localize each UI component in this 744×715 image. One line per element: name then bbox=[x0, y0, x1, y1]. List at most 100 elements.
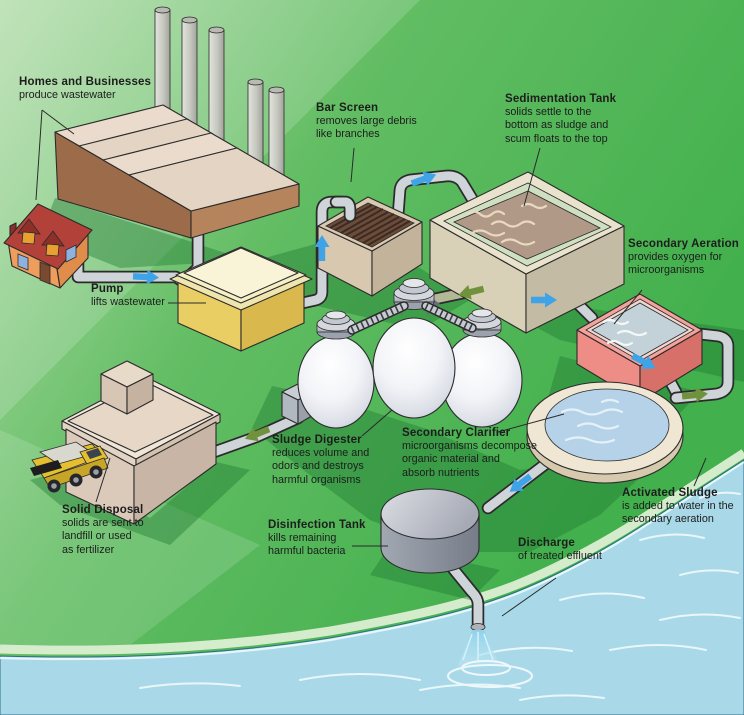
digester-catwalks bbox=[347, 301, 477, 335]
clarifier-water bbox=[544, 388, 670, 462]
truck-hub bbox=[93, 469, 99, 475]
pump-top bbox=[183, 247, 299, 299]
label-desc: kills remaining harmful bacteria bbox=[268, 532, 346, 558]
leader-homes-factory bbox=[41, 109, 75, 135]
digester-sphere-middle bbox=[372, 317, 456, 419]
grate-bar bbox=[356, 216, 400, 241]
label-desc: produce wastewater bbox=[19, 89, 116, 101]
water-squiggle bbox=[564, 436, 616, 444]
rooftop-box-right bbox=[126, 373, 154, 415]
digester-cap-left bbox=[316, 310, 356, 340]
smokestack-top bbox=[247, 78, 264, 86]
label-title: Solid Disposal bbox=[62, 504, 144, 516]
digester-clarifier-shadow bbox=[252, 386, 654, 552]
dormer-window bbox=[45, 243, 60, 257]
wave-line bbox=[519, 694, 605, 701]
water-squiggle bbox=[616, 329, 648, 337]
smokestack-top bbox=[208, 26, 225, 34]
cap-dome bbox=[325, 310, 347, 320]
label-desc: lifts wastewater bbox=[91, 296, 165, 308]
disinfection-cylinder-top bbox=[380, 488, 480, 540]
label-bar-screen: Bar Screen removes large debris like bra… bbox=[316, 102, 417, 142]
label-title: Sedimentation Tank bbox=[505, 93, 617, 105]
wave-line bbox=[639, 533, 705, 541]
wave-line bbox=[699, 491, 741, 499]
factory-roof-plane bbox=[128, 147, 300, 212]
truck-hub bbox=[51, 483, 57, 489]
cap-dome bbox=[471, 308, 493, 318]
smokestack-top bbox=[181, 16, 198, 24]
discharge-pipe-flange bbox=[470, 623, 486, 631]
leader-disposal bbox=[95, 457, 111, 503]
truck-hub bbox=[73, 477, 79, 483]
grate-bar bbox=[340, 208, 384, 234]
disposal-right-wall bbox=[133, 421, 217, 525]
factory-building bbox=[54, 6, 300, 239]
grate-bar bbox=[334, 206, 378, 231]
secondary-aeration-tank bbox=[576, 293, 703, 403]
label-activated-sludge: Activated Sludge is added to water in th… bbox=[622, 487, 734, 527]
pump-station bbox=[169, 246, 313, 352]
label-sludge-digester: Sludge Digester reduces volume and odors… bbox=[272, 434, 369, 487]
smokestack-top bbox=[268, 86, 285, 94]
leader-discharge bbox=[501, 577, 557, 617]
label-title: Sludge Digester bbox=[272, 434, 362, 446]
grate-bar bbox=[351, 213, 395, 239]
grate-bar bbox=[367, 220, 411, 246]
catwalk-left-fill bbox=[348, 302, 408, 334]
dump-truck bbox=[30, 441, 109, 493]
cap-dome bbox=[402, 278, 426, 288]
sludge-digesters bbox=[281, 278, 523, 429]
leader-activated-sludge bbox=[693, 457, 707, 487]
leader-homes-house bbox=[35, 109, 43, 201]
wave-line bbox=[609, 644, 707, 651]
label-title: Discharge bbox=[518, 537, 575, 549]
label-title: Homes and Businesses bbox=[19, 76, 152, 88]
wave-line bbox=[299, 673, 421, 681]
label-title: Secondary Clarifier bbox=[402, 427, 511, 439]
label-sedimentation-tank: Sedimentation Tank solids settle to the … bbox=[505, 93, 616, 146]
effluent-spray bbox=[458, 630, 500, 666]
smokestack bbox=[268, 86, 285, 186]
catwalk-right-fill bbox=[422, 302, 476, 332]
scum-squiggle bbox=[470, 229, 506, 237]
water-squiggle bbox=[600, 398, 620, 404]
dormer bbox=[17, 218, 41, 245]
label-title: Pump bbox=[91, 283, 124, 295]
label-desc: of treated effluent bbox=[518, 550, 602, 562]
discharge-pipe-fill bbox=[441, 555, 483, 629]
label-solid-disposal: Solid Disposal solids are sent to landfi… bbox=[62, 504, 144, 557]
light-wedge-bottomleft bbox=[0, 430, 260, 645]
wave-line bbox=[559, 592, 645, 601]
label-desc: solids are sent to landfill or used as f… bbox=[62, 517, 144, 556]
scum-squiggle bbox=[500, 238, 536, 246]
secondary-clarifier bbox=[526, 381, 684, 484]
leader-aeration bbox=[613, 289, 643, 325]
grate-bar bbox=[345, 211, 389, 236]
digester-cap-right bbox=[462, 308, 502, 338]
label-desc: reduces volume and odors and destroys ha… bbox=[272, 447, 370, 486]
house bbox=[3, 203, 93, 289]
label-title: Bar Screen bbox=[316, 102, 379, 114]
label-title: Disinfection Tank bbox=[268, 519, 366, 531]
grate-bar bbox=[362, 218, 406, 244]
label-desc: solids settle to the bottom as sludge an… bbox=[505, 106, 609, 145]
scum-squiggle bbox=[520, 202, 548, 210]
label-title: Secondary Aeration bbox=[628, 238, 739, 250]
disinfection-tank bbox=[380, 488, 480, 574]
digester-sphere-left bbox=[297, 335, 375, 429]
wave-line bbox=[659, 613, 741, 621]
water-squiggle bbox=[560, 408, 624, 416]
label-title: Activated Sludge bbox=[622, 487, 718, 499]
ripple-ring bbox=[447, 664, 533, 688]
water-squiggle bbox=[606, 339, 634, 347]
water-squiggle bbox=[576, 422, 620, 430]
house-door bbox=[39, 261, 51, 285]
leader-lines bbox=[35, 109, 707, 617]
sedtank-scum-squiggles bbox=[466, 202, 548, 246]
scum-squiggle bbox=[490, 220, 536, 228]
scum-squiggle bbox=[466, 210, 506, 218]
barscreen-inlet-overhang-pipe-fill bbox=[331, 197, 355, 221]
sedtank-water bbox=[453, 190, 601, 260]
